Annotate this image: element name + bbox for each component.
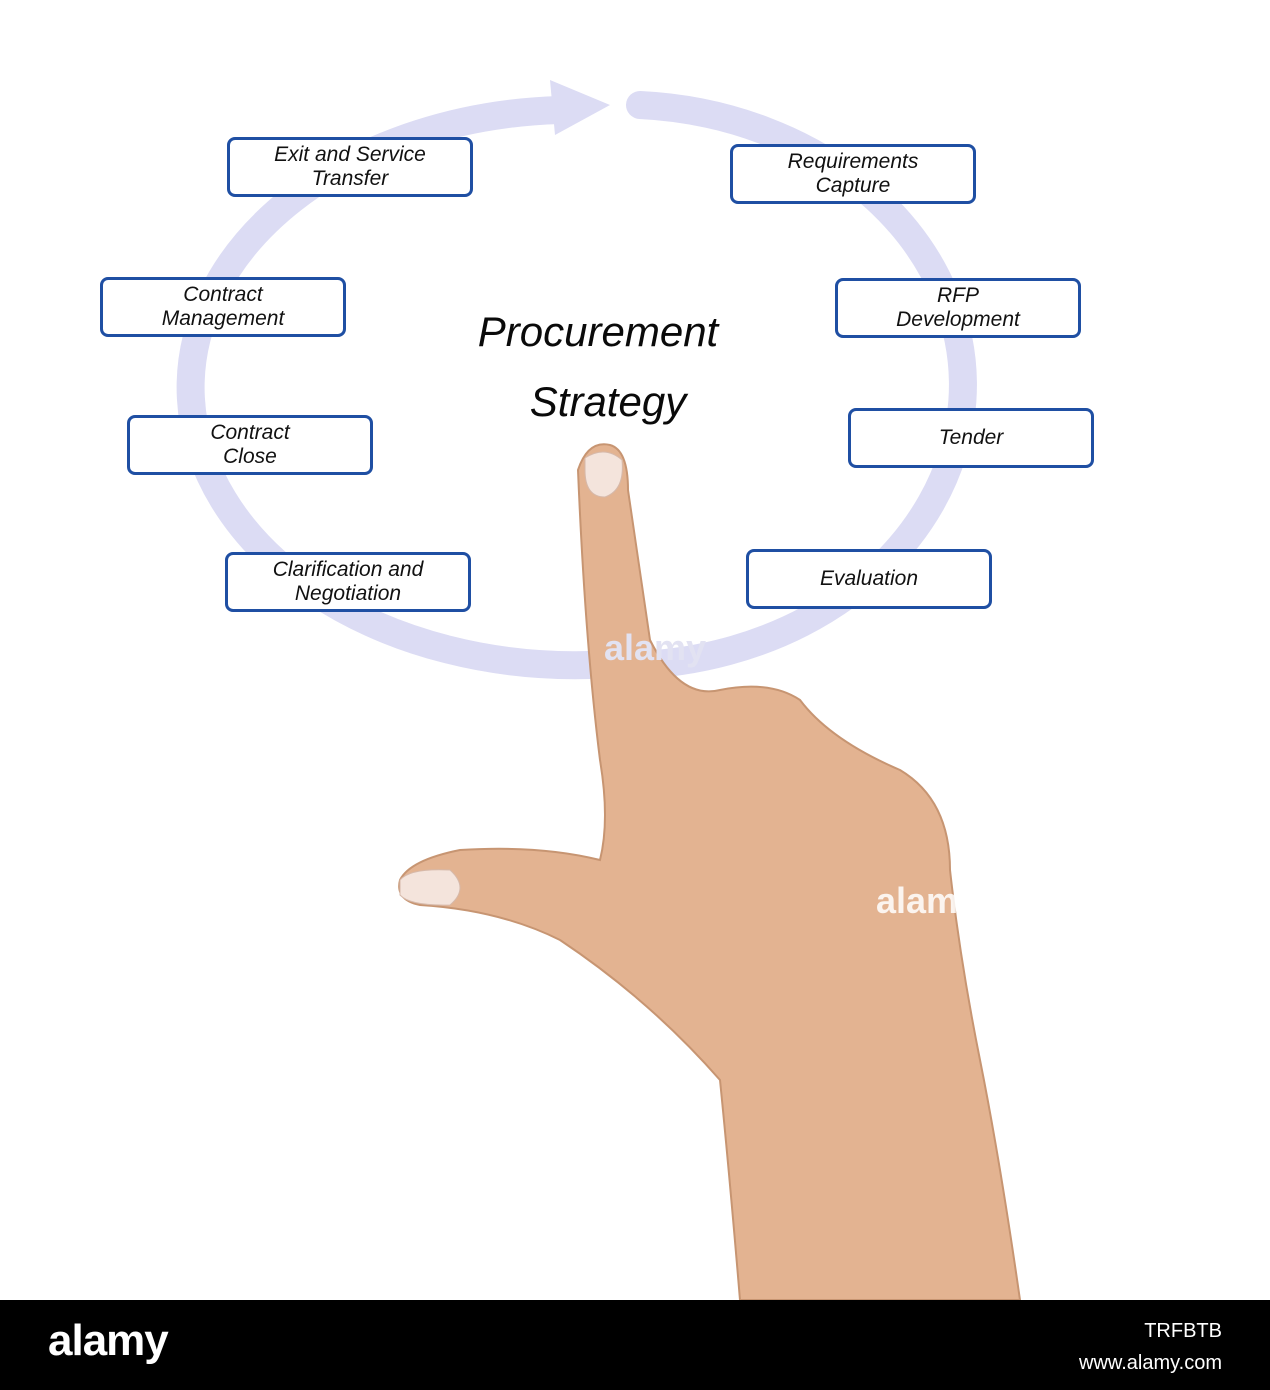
step-contract-management: Contract Management [100, 277, 346, 337]
step-evaluation: Evaluation [746, 549, 992, 609]
watermark-footer: alamy TRFBTB www.alamy.com [0, 1300, 1270, 1390]
footer-url: www.alamy.com [1079, 1352, 1222, 1374]
footer-brand-logo: alamy [48, 1316, 169, 1365]
watermark-hand: alamy [876, 880, 979, 921]
cycle-arrowhead [550, 80, 610, 135]
watermark-center: alamy [604, 627, 706, 668]
step-contract-close: Contract Close [127, 415, 373, 475]
pointing-hand-illustration [398, 443, 1022, 1300]
diagram-title-line2: Strategy [529, 378, 687, 425]
footer-image-id: TRFBTB [1144, 1320, 1222, 1342]
step-requirements-capture: Requirements Capture [730, 144, 976, 204]
step-rfp-development: RFP Development [835, 278, 1081, 338]
diagram-title-line1: Procurement [477, 308, 719, 355]
step-tender: Tender [848, 408, 1094, 468]
diagram-canvas: alamy [176, 80, 1022, 1300]
diagram-stage: alamy Procurement Strategy Requirements … [100, 80, 1094, 1300]
step-exit-and-service-transfer: Exit and Service Transfer [227, 137, 473, 197]
step-clarification-and-negotiation: Clarification and Negotiation [225, 552, 471, 612]
